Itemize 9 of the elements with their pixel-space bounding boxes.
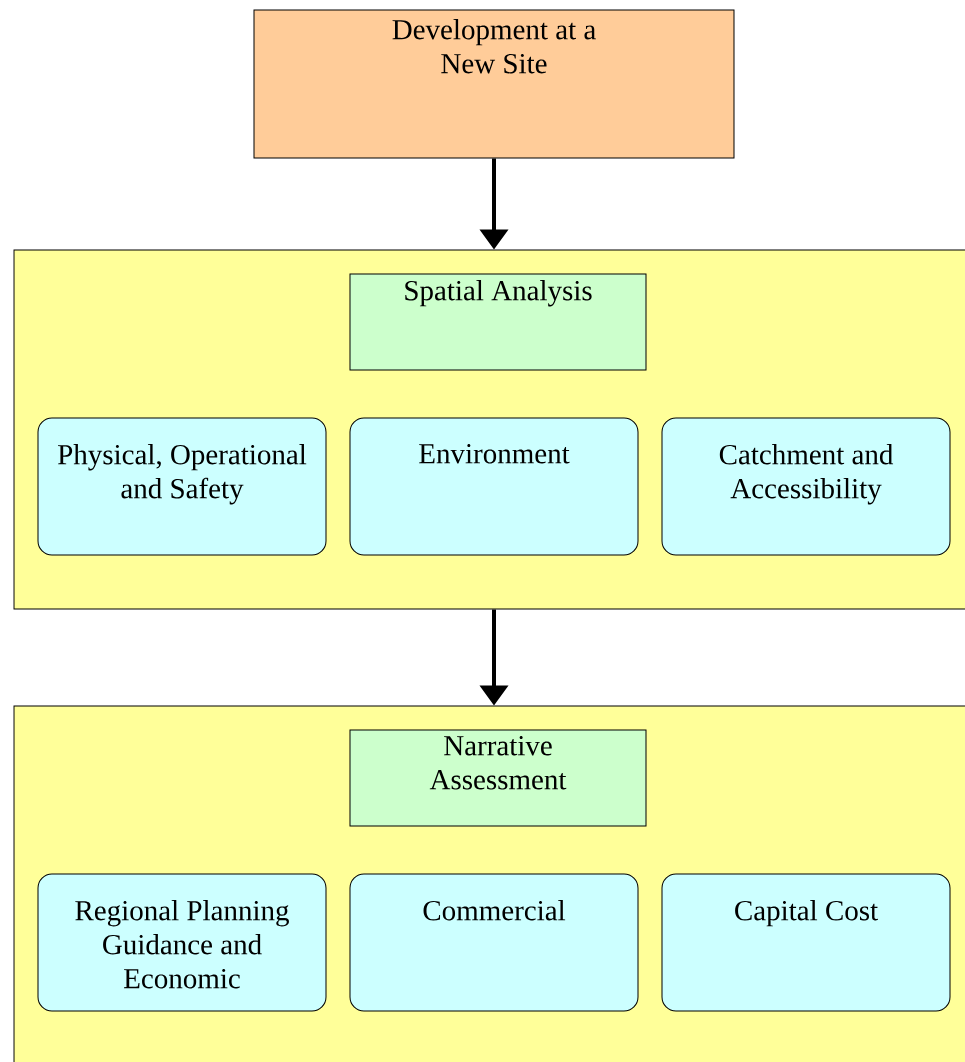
rounded-box: Capital Cost (661, 873, 951, 1012)
rounded-box: Regional Planning Guidance and Economic (37, 873, 327, 1012)
rounded-box: Commercial (349, 873, 639, 1012)
rounded-box: Physical, Operational and Safety (37, 417, 327, 556)
heading-box: Narrative Assessment (349, 729, 647, 827)
heading-box: Spatial Analysis (349, 273, 647, 371)
rounded-box: Environment (349, 417, 639, 556)
rounded-box: Catchment and Accessibility (661, 417, 951, 556)
top-box: Development at a New Site (253, 9, 735, 159)
